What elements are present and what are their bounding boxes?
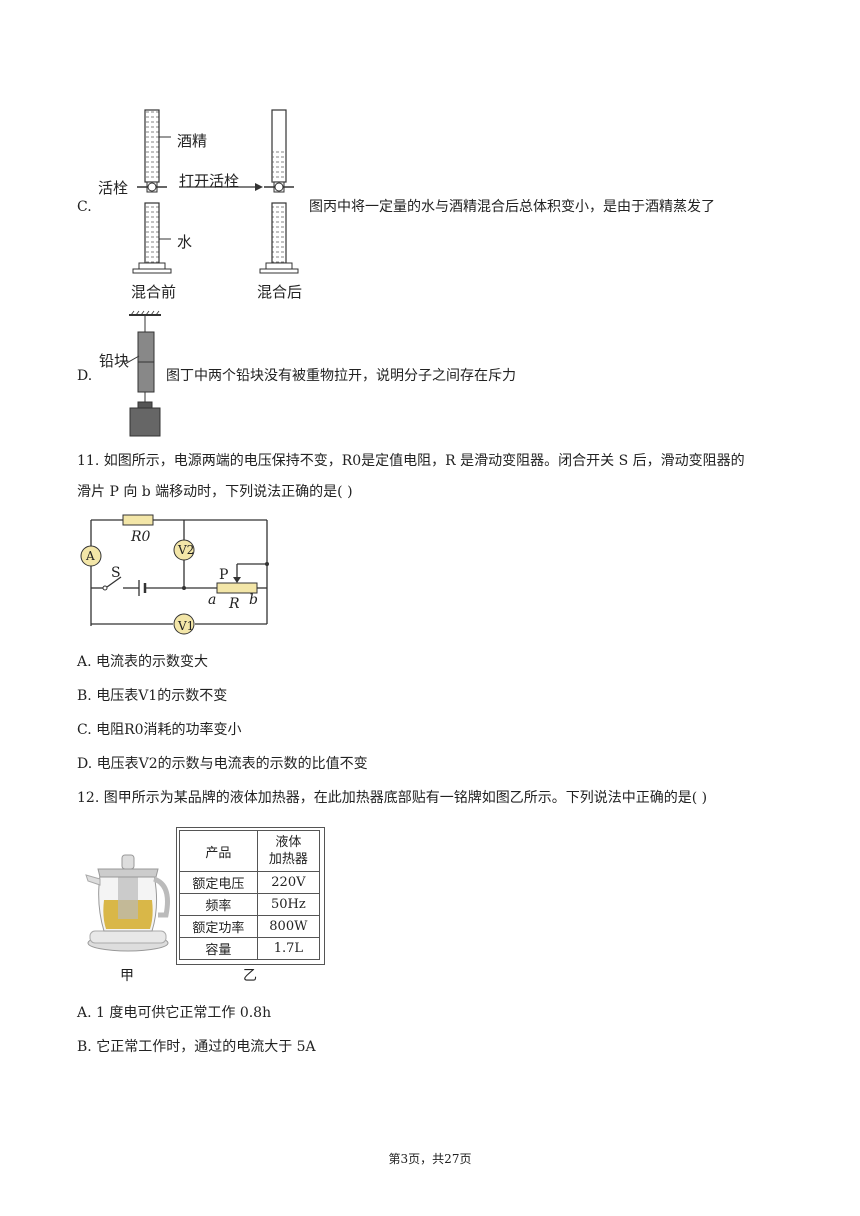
water-tube-before <box>144 202 160 264</box>
label-v1: V1 <box>178 619 195 633</box>
label-lead: 铅块 <box>99 352 130 370</box>
label-alcohol: 酒精 <box>177 132 208 150</box>
q11-stem-line1: 11. 如图所示，电源两端的电压保持不变，R0是定值电阻，R 是滑动变阻器。闭合… <box>77 453 745 469</box>
q11-option-b: B. 电压表V1的示数不变 <box>77 688 228 704</box>
plate-cell: 1.7L <box>256 937 321 960</box>
voltmeter-v1-icon <box>173 613 195 635</box>
switch-s <box>106 576 122 588</box>
lead-block-figure <box>124 310 161 437</box>
plate-cell: 220V <box>256 871 321 894</box>
label-v2: V2 <box>178 543 195 557</box>
label-s: S <box>111 565 121 581</box>
mixing-figure <box>132 109 299 274</box>
label-b: b <box>249 592 258 608</box>
label-jia: 甲 <box>120 968 134 984</box>
option-c-text: 图丙中将一定量的水与酒精混合后总体积变小，是由于酒精蒸发了 <box>309 199 715 215</box>
label-open-valve: 打开活栓 <box>179 172 240 190</box>
q12-option-b: B. 它正常工作时，通过的电流大于 5A <box>77 1039 316 1055</box>
label-r0: R0 <box>131 529 151 545</box>
table-row: 额定功率 800W <box>179 915 321 938</box>
table-row: 频率 50Hz <box>179 893 321 916</box>
q12-option-a: A. 1 度电可供它正常工作 0.8h <box>77 1005 272 1021</box>
plate-cell: 额定电压 <box>179 871 258 894</box>
plate-cell: 产品 <box>179 830 258 872</box>
kettle-image <box>85 854 170 952</box>
option-d-letter: D. <box>77 368 93 384</box>
lead-block-upper <box>137 331 155 363</box>
plate-cell: 频率 <box>179 893 258 916</box>
circuit-diagram <box>80 514 269 635</box>
q11-option-c: C. 电阻R0消耗的功率变小 <box>77 722 242 738</box>
arrow-icon <box>255 183 263 191</box>
label-water: 水 <box>177 233 193 251</box>
lead-block-lower <box>137 361 155 393</box>
plate-cell: 800W <box>256 915 321 938</box>
plate-cell: 50Hz <box>256 893 321 916</box>
label-p: P <box>219 567 229 583</box>
label-r: R <box>229 596 240 612</box>
plate-cell: 液体 加热器 <box>256 830 321 872</box>
label-a-meter: A <box>86 549 95 563</box>
label-valve: 活栓 <box>98 179 129 197</box>
plate-cell: 额定功率 <box>179 915 258 938</box>
alcohol-tube-before <box>144 109 160 183</box>
table-row: 产品 液体 加热器 <box>179 830 321 872</box>
q11-option-d: D. 电压表V2的示数与电流表的示数的比值不变 <box>77 756 368 772</box>
table-row: 容量 1.7L <box>179 937 321 960</box>
label-yi: 乙 <box>243 968 257 984</box>
page-footer: 第3页，共27页 <box>388 1152 472 1166</box>
label-after: 混合后 <box>257 283 303 301</box>
nameplate-table: 产品 液体 加热器 额定电压 220V 频率 50Hz 额定功率 800W 容量… <box>179 830 321 960</box>
resistor-r0 <box>122 514 154 526</box>
weight <box>129 407 161 437</box>
q12-stem: 12. 图甲所示为某品牌的液体加热器，在此加热器底部贴有一铭牌如图乙所示。下列说… <box>77 790 708 806</box>
option-c-letter: C. <box>77 199 92 215</box>
tube-after-lower <box>271 202 287 264</box>
plate-cell: 容量 <box>179 937 258 960</box>
slider-p-icon <box>233 577 241 583</box>
label-a: a <box>208 592 217 608</box>
ammeter-icon <box>80 545 102 567</box>
nameplate-frame: 产品 液体 加热器 额定电压 220V 频率 50Hz 额定功率 800W 容量… <box>176 827 325 965</box>
label-before: 混合前 <box>131 283 177 301</box>
table-row: 额定电压 220V <box>179 871 321 894</box>
q11-stem-line2: 滑片 P 向 b 端移动时，下列说法正确的是( ) <box>77 484 353 500</box>
q11-option-a: A. 电流表的示数变大 <box>77 654 209 670</box>
option-d-text: 图丁中两个铅块没有被重物拉开，说明分子之间存在斥力 <box>166 368 516 384</box>
